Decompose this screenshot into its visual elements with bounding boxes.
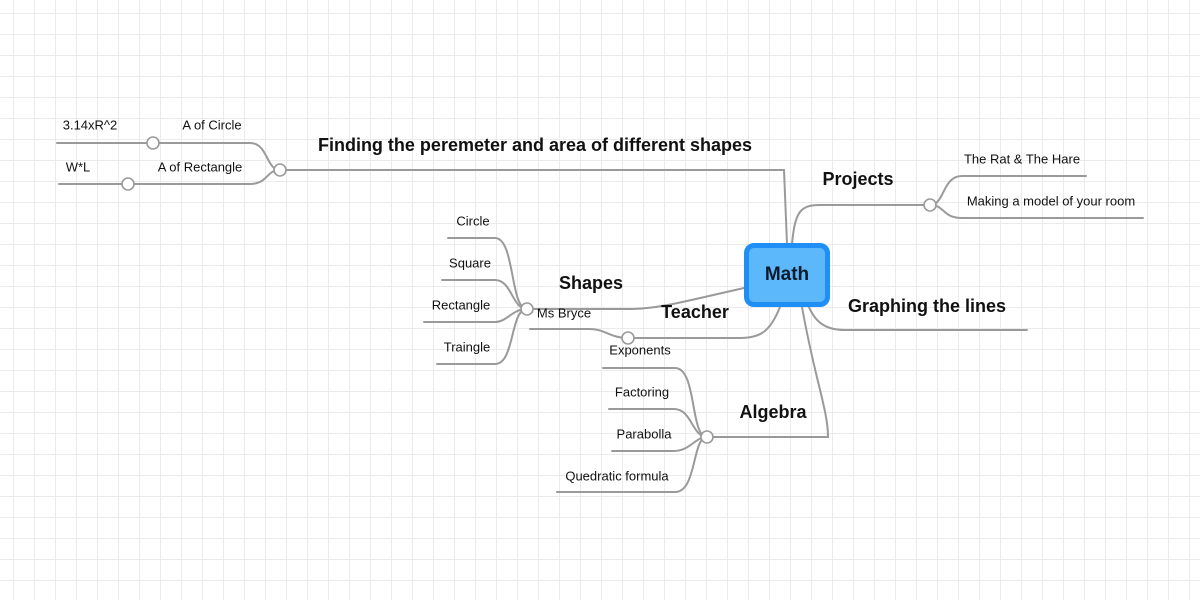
subtopic-circle-area[interactable]: A of Circle	[182, 117, 242, 133]
topic-projects[interactable]: Projects	[822, 169, 894, 189]
collapse-toggle-shapes	[520, 302, 534, 316]
connector-shapes	[526, 287, 745, 310]
subtopic-ms-bryce[interactable]: Ms Bryce	[536, 305, 592, 321]
subtopic-parabolla[interactable]: Parabolla	[616, 426, 672, 442]
collapse-toggle-teacher	[621, 331, 635, 345]
collapse-toggle-rect-area	[121, 177, 135, 191]
connector-algebra	[706, 306, 830, 438]
subtopic-quedratic-formula[interactable]: Quedratic formula	[565, 468, 669, 484]
connector-quedratic	[556, 436, 708, 493]
subtopic-traingle[interactable]: Traingle	[443, 339, 491, 355]
formula-circle-area[interactable]: 3.14xR^2	[62, 117, 118, 133]
subtopic-square[interactable]: Square	[449, 255, 491, 271]
topic-algebra[interactable]: Algebra	[739, 402, 807, 422]
collapse-toggle-circle-area	[146, 136, 160, 150]
connector-ms-bryce	[529, 328, 629, 339]
collapse-toggle-algebra	[700, 430, 714, 444]
topic-teacher[interactable]: Teacher	[661, 302, 729, 322]
collapse-toggle-finding	[273, 163, 287, 177]
topic-shapes[interactable]: Shapes	[558, 273, 624, 293]
topic-finding[interactable]: Finding the peremeter and area of differ…	[317, 135, 753, 155]
collapse-toggle-projects	[923, 198, 937, 212]
topic-graphing[interactable]: Graphing the lines	[847, 296, 1007, 316]
connector-projects	[791, 204, 931, 245]
connector-traingle	[436, 308, 528, 365]
connector-finding	[279, 169, 788, 245]
subtopic-rat-hare[interactable]: The Rat & The Hare	[963, 151, 1081, 167]
connector-graphing	[807, 304, 1028, 331]
root-node-math[interactable]: Math	[744, 243, 830, 307]
subtopic-rect-area[interactable]: A of Rectangle	[157, 159, 243, 175]
subtopic-circle[interactable]: Circle	[456, 213, 490, 229]
subtopic-model-room[interactable]: Making a model of your room	[966, 193, 1136, 209]
subtopic-rectangle[interactable]: Rectangle	[431, 297, 491, 313]
formula-rect-area[interactable]: W*L	[65, 159, 91, 175]
connector-teacher	[627, 306, 781, 339]
subtopic-exponents[interactable]: Exponents	[609, 342, 671, 358]
subtopic-factoring[interactable]: Factoring	[614, 384, 670, 400]
